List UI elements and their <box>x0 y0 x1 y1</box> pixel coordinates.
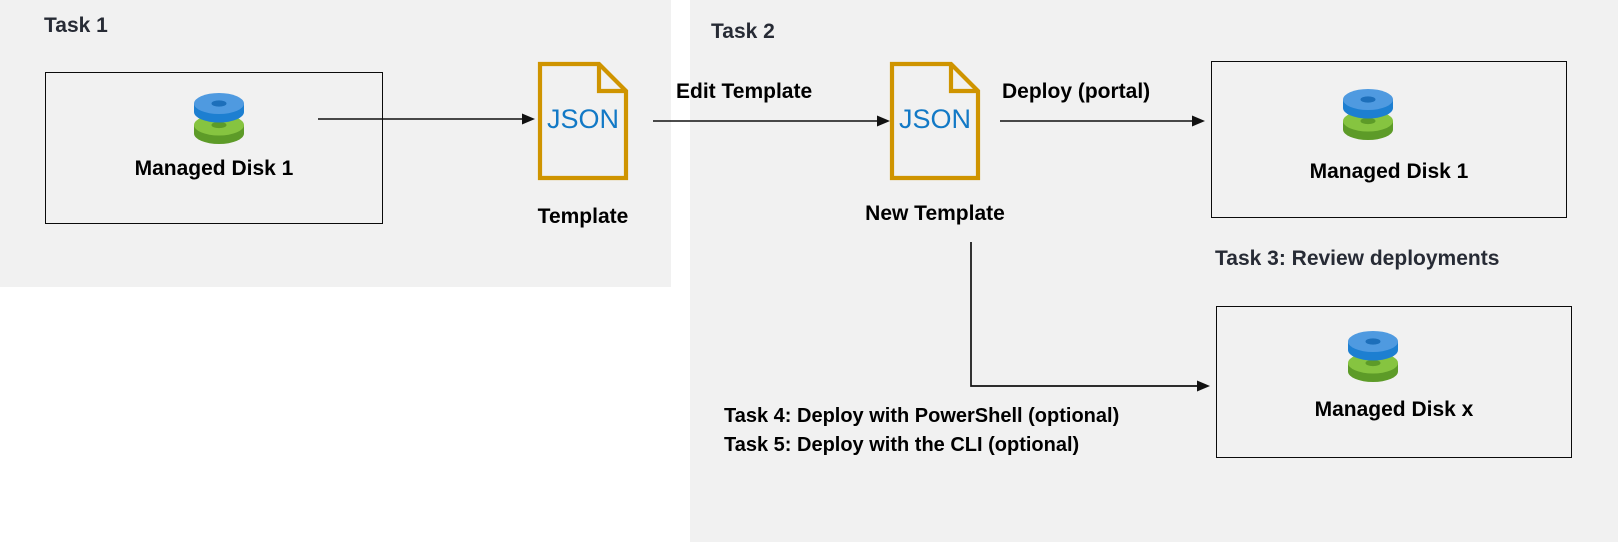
connector-template-to-new-template <box>653 112 893 130</box>
connector-new-template-to-diskx <box>963 238 1213 398</box>
managed-disk-1-box-left <box>45 72 383 224</box>
managed-disk-1-box-right <box>1211 61 1567 218</box>
managed-disk-x-label: Managed Disk x <box>1314 398 1474 421</box>
task1-panel <box>0 0 671 287</box>
deploy-portal-edge-label: Deploy (portal) <box>1002 80 1151 103</box>
template-json-icon <box>537 61 629 181</box>
managed-disk-icon <box>188 92 250 148</box>
new-template-caption: New Template <box>865 202 1005 225</box>
task-3-label: Task 3: Review deployments <box>1215 247 1500 270</box>
managed-disk-icon <box>1342 330 1404 386</box>
template-json-text: JSON <box>546 104 619 134</box>
new-template-json-icon <box>889 61 981 181</box>
connector-disk1-to-template <box>318 110 538 128</box>
optional-tasks-line-2: Task 5: Deploy with the CLI (optional) <box>724 434 1080 456</box>
managed-disk-x-box <box>1216 306 1572 458</box>
task-1-label: Task 1 <box>44 14 108 37</box>
optional-tasks-line-1: Task 4: Deploy with PowerShell (optional… <box>724 405 1120 427</box>
template-caption: Template <box>537 205 629 228</box>
connector-new-template-to-disk1 <box>1000 112 1208 130</box>
edit-template-edge-label: Edit Template <box>676 80 813 103</box>
task2-panel <box>690 0 1618 542</box>
managed-disk-icon <box>1337 88 1399 144</box>
task-2-label: Task 2 <box>711 20 775 43</box>
managed-disk-1-label-left: Managed Disk 1 <box>134 157 294 180</box>
new-template-json-text: JSON <box>898 104 971 134</box>
managed-disk-1-label-right: Managed Disk 1 <box>1309 160 1469 183</box>
